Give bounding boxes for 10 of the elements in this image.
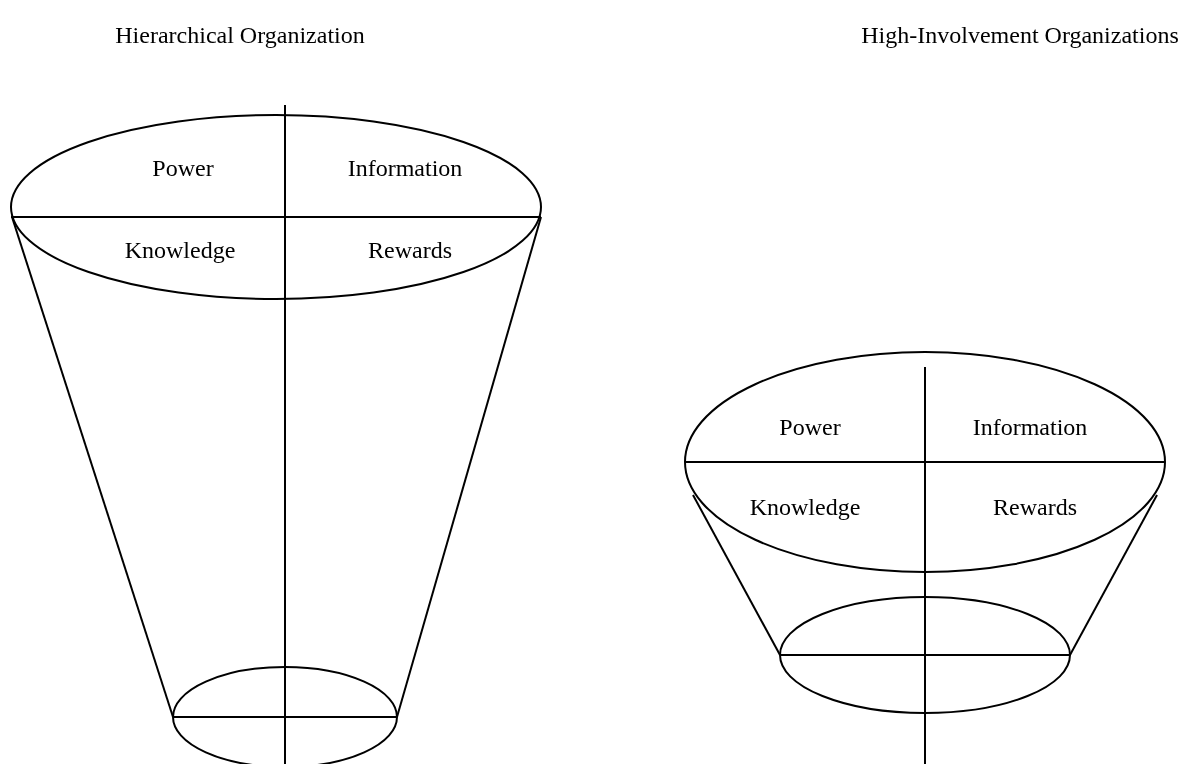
quadrant-label: Information xyxy=(347,154,463,182)
quadrant-label: Rewards xyxy=(368,236,452,264)
quadrant-label: Rewards xyxy=(993,493,1077,521)
quadrant-label: Power xyxy=(152,154,214,182)
quadrant-label: Information xyxy=(972,413,1088,441)
quadrant-label: Power xyxy=(779,413,841,441)
heading: High-Involvement Organizations xyxy=(861,21,1179,49)
quadrant-label: Knowledge xyxy=(124,236,236,264)
quadrant-label: Knowledge xyxy=(749,493,861,521)
heading: Hierarchical Organization xyxy=(115,21,365,49)
